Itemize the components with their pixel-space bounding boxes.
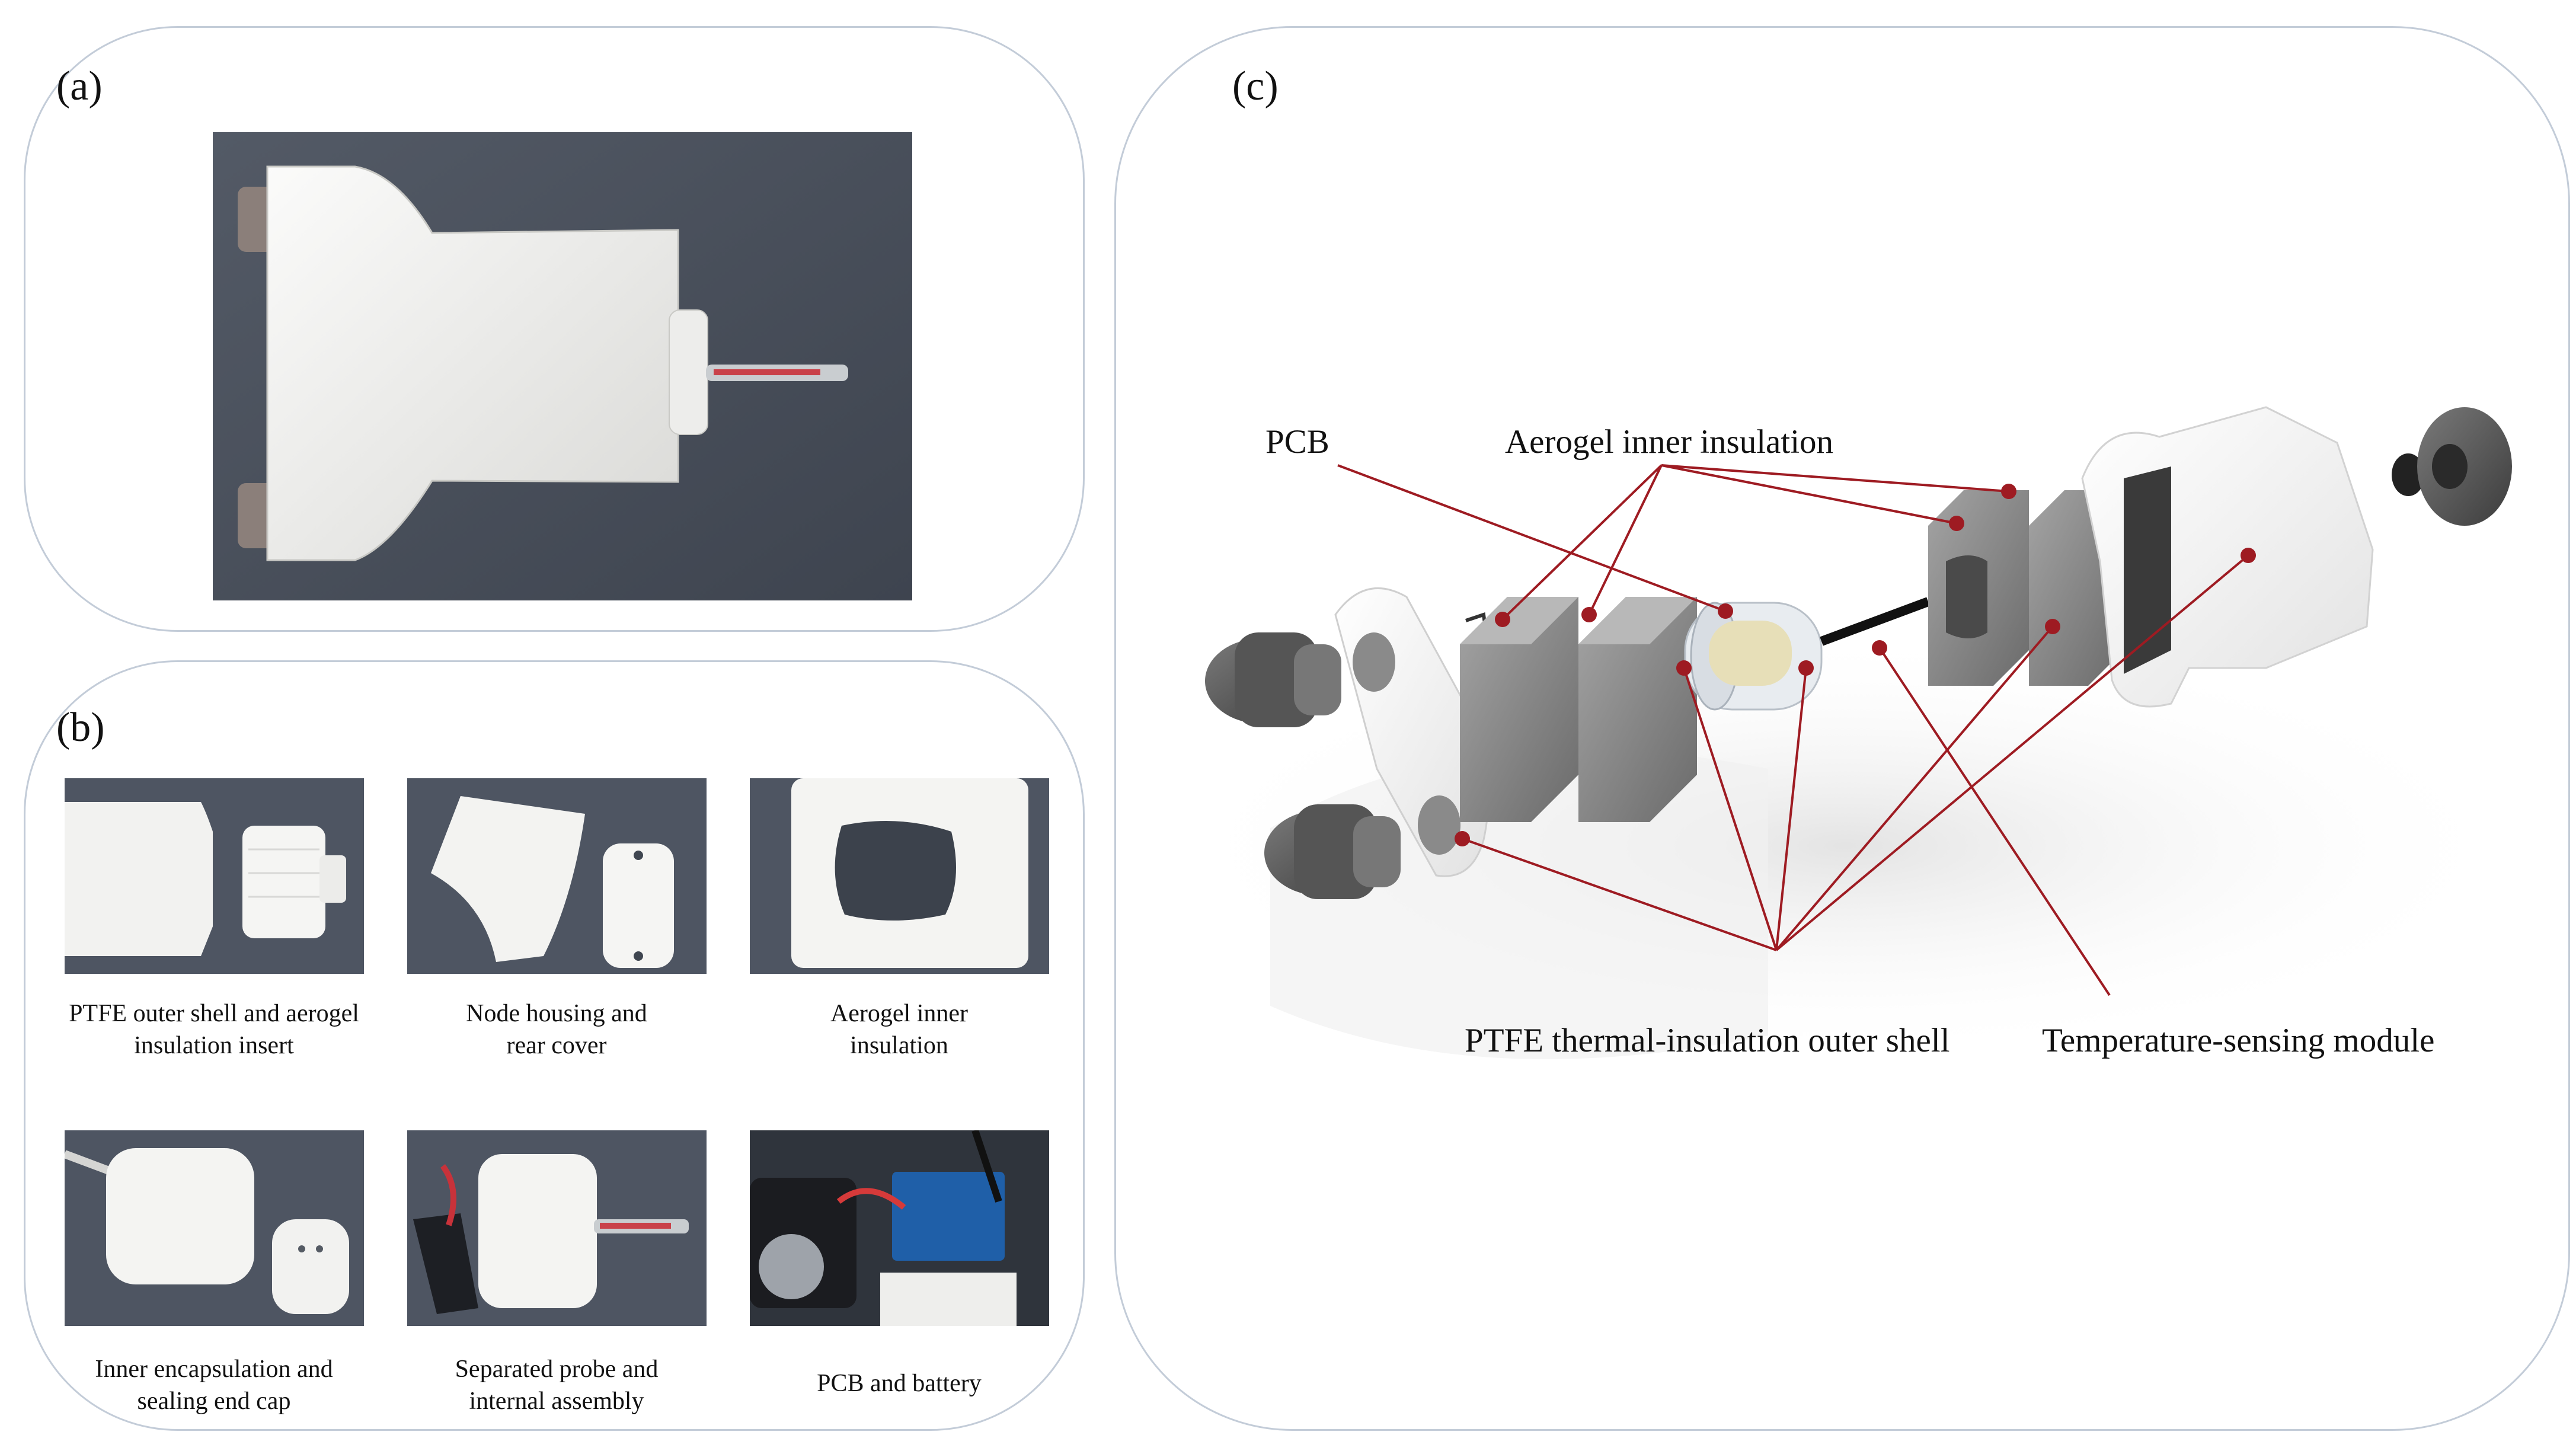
panel-b: (b) PTFE outer shell and aerogel insulat… xyxy=(24,660,1085,1431)
panel-c-label: (c) xyxy=(1232,63,1279,109)
assembled-node-photo xyxy=(213,132,912,600)
caption-ptfe-shell: PTFE outer shell and aerogel insulation … xyxy=(69,1000,359,1059)
leader-pcb xyxy=(1337,464,1726,612)
ptfe-shell-photo xyxy=(65,778,364,974)
pcb-battery-photo xyxy=(750,1130,1049,1326)
panel-b-label: (b) xyxy=(56,705,105,750)
inner-encapsulation-photo xyxy=(65,1130,364,1326)
leader-aerogel-1 xyxy=(1501,464,1663,621)
left-knob-bottom xyxy=(1264,804,1401,899)
caption-aerogel: Aerogel inner insulation xyxy=(830,1000,969,1059)
panel-c: (c) xyxy=(1114,26,2570,1431)
caption-separated-probe: Separated probe and internal assembly xyxy=(455,1356,659,1415)
probe-rod xyxy=(1820,597,1930,646)
callout-sensor: Temperature-sensing module xyxy=(2042,1022,2435,1059)
separated-probe-photo xyxy=(407,1130,707,1326)
pcb-cylinder xyxy=(1684,602,1823,711)
callout-pcb: PCB xyxy=(1265,423,1329,461)
leader-aerogel-3 xyxy=(1661,464,1957,525)
caption-node-housing: Node housing and rear cover xyxy=(466,1000,647,1059)
leader-ptfe-3 xyxy=(1775,667,1807,951)
callout-aerogel: Aerogel inner insulation xyxy=(1505,423,1834,461)
leader-ptfe-5 xyxy=(1775,554,2249,951)
housing-body xyxy=(2081,406,2374,708)
left-knob-top xyxy=(1205,632,1341,727)
aerogel-block-left-2 xyxy=(1578,597,1697,822)
leader-aerogel-4 xyxy=(1661,464,2009,493)
leader-aerogel-2 xyxy=(1588,465,1663,615)
panel-a-label: (a) xyxy=(56,63,103,109)
node-housing-photo xyxy=(407,778,707,974)
right-knob xyxy=(2392,407,2512,526)
panel-a: (a) xyxy=(24,26,1085,632)
exploded-view-diagram xyxy=(1164,406,2527,1059)
aerogel-block-right-1 xyxy=(1928,490,2029,686)
leader-sensor xyxy=(1878,647,2111,996)
aerogel-block-left-1 xyxy=(1460,597,1578,822)
leader-ptfe-1 xyxy=(1462,838,1777,951)
leader-ptfe-2 xyxy=(1683,667,1778,951)
leader-lines xyxy=(1337,464,2249,996)
aerogel-insulation-photo xyxy=(750,778,1049,974)
leader-dots xyxy=(1455,484,2256,846)
caption-pcb-battery: PCB and battery xyxy=(817,1370,982,1397)
caption-inner-encapsulation: Inner encapsulation and sealing end cap xyxy=(95,1356,333,1415)
callout-ptfe: PTFE thermal-insulation outer shell xyxy=(1465,1022,1950,1059)
leader-ptfe-4 xyxy=(1775,625,2054,951)
